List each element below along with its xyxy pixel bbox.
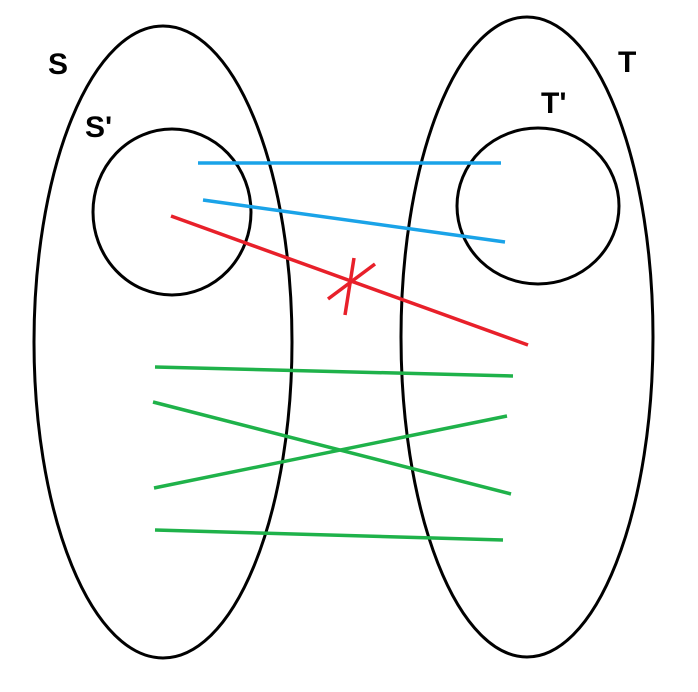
blue-edge [202,198,506,244]
green-edge [152,400,512,496]
label-t: T [618,46,636,79]
set-s-ellipse [32,24,294,660]
green-edge [153,414,508,490]
green-edge [154,528,504,542]
red-cross-mark [343,257,356,316]
label-s: S [48,48,68,81]
subset-s-prime-circle [91,127,253,297]
subset-t-prime-circle [455,126,621,286]
set-t-ellipse [399,15,655,659]
green-edge [154,365,514,378]
label-t-prime: T' [541,87,566,120]
label-s-prime: S' [85,111,112,144]
